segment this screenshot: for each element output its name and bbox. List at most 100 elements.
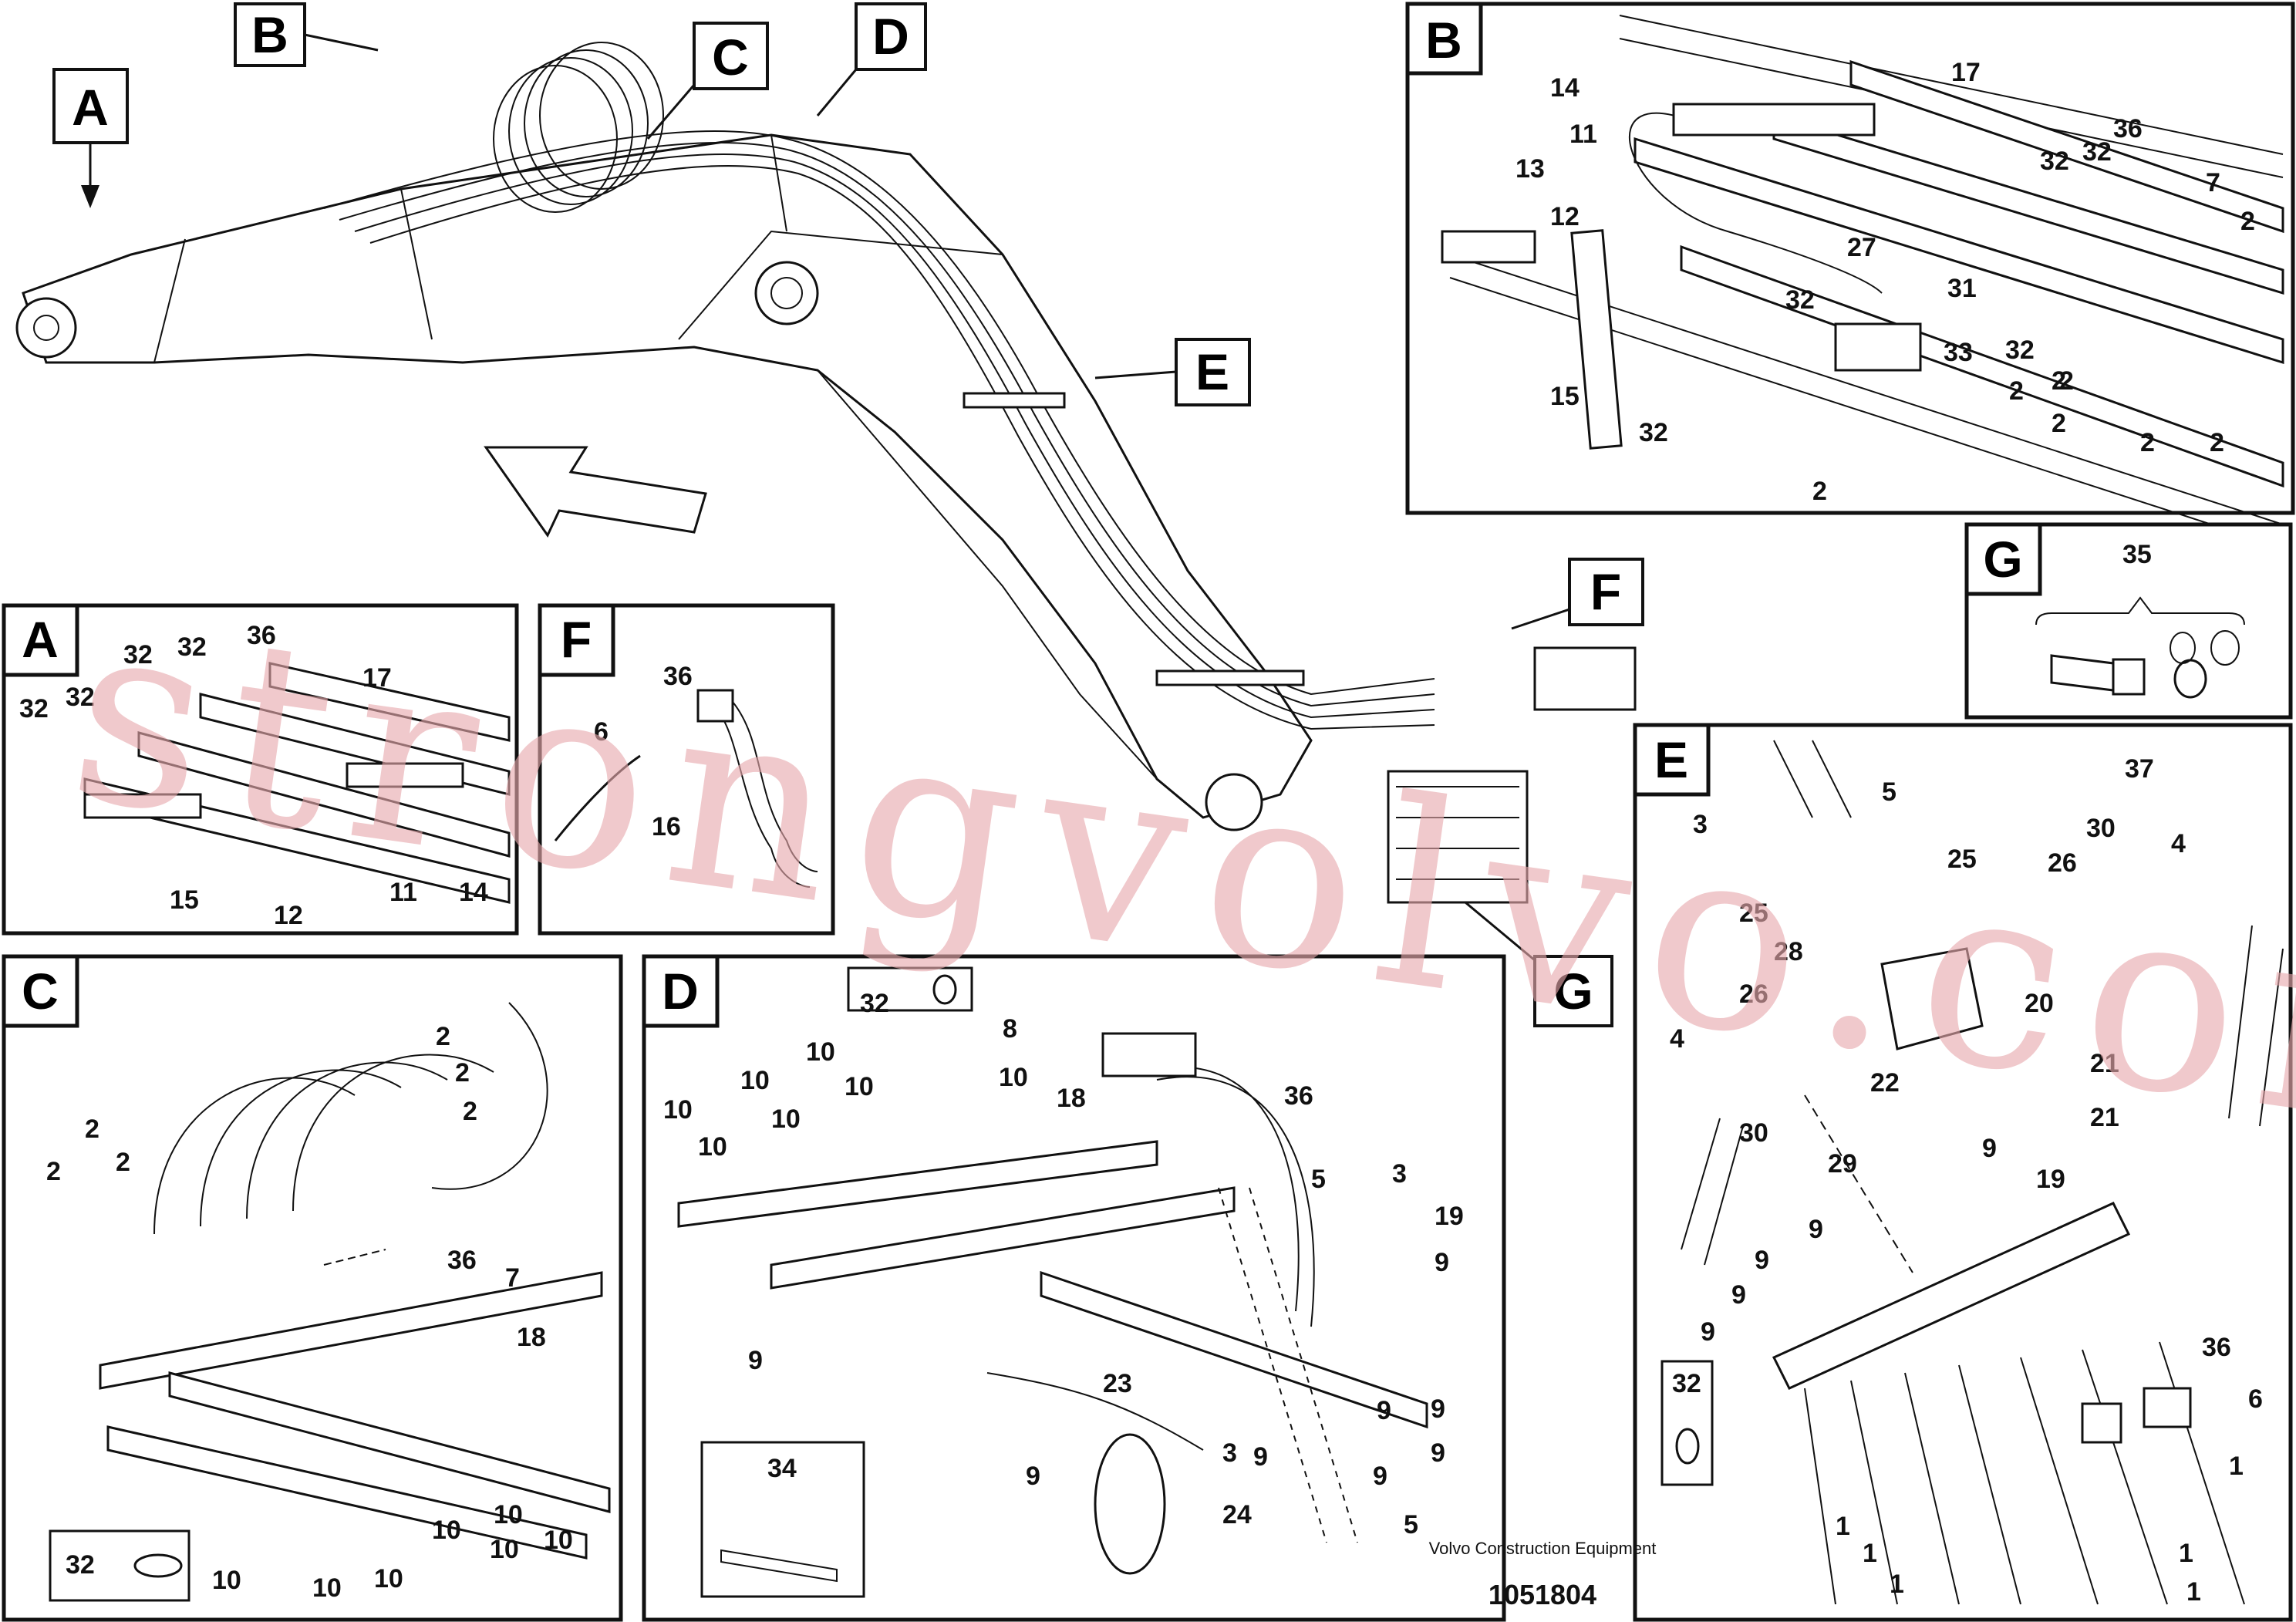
part-label: 10 — [544, 1526, 573, 1555]
part-label: 1 — [2229, 1452, 2244, 1481]
panel-A: A 32 32 32 32 36 17 15 12 11 14 — [2, 603, 519, 936]
part-label: 13 — [1515, 154, 1545, 184]
part-label: 9 — [1377, 1396, 1391, 1425]
callout-B[interactable]: B — [234, 2, 379, 67]
part-label: 18 — [1057, 1084, 1086, 1113]
part-label: 10 — [490, 1535, 519, 1564]
part-label: 1 — [2179, 1539, 2193, 1568]
part-label: 9 — [748, 1346, 763, 1375]
part-label: 9 — [1253, 1442, 1268, 1472]
part-label: 32 — [2082, 137, 2112, 167]
part-label: 3 — [1392, 1159, 1407, 1189]
part-label: 2 — [2210, 428, 2224, 457]
part-label: 4 — [2171, 829, 2186, 858]
part-number: 1051804 — [1489, 1579, 1596, 1610]
part-label: 8 — [1003, 1014, 1017, 1044]
part-label: 1 — [1890, 1570, 1904, 1599]
panel-letter-box — [642, 954, 720, 1028]
panel-letter: A — [22, 611, 59, 668]
part-label: 2 — [2052, 366, 2066, 396]
part-label: 29 — [1828, 1149, 1857, 1179]
panel-G: G 35 — [1964, 522, 2293, 720]
part-label: 3 — [1222, 1438, 1237, 1468]
panel-letter-box — [2, 603, 79, 677]
part-label: 32 — [19, 694, 49, 723]
part-label: 32 — [66, 1550, 95, 1580]
panel-letter: G — [1983, 531, 2022, 588]
part-label: 17 — [1951, 58, 1981, 87]
part-label: 31 — [1947, 274, 1977, 303]
callout-D[interactable]: D — [816, 2, 927, 116]
part-label: 12 — [1550, 202, 1580, 231]
panel-B: B 14 11 13 17 32 32 36 7 2 12 27 31 32 3… — [1405, 2, 2295, 548]
part-label: 32 — [123, 640, 153, 669]
part-label: 2 — [85, 1114, 99, 1144]
part-label: 12 — [274, 901, 303, 930]
part-label: 10 — [698, 1132, 727, 1162]
part-label: 2 — [2059, 366, 2074, 396]
part-label: 26 — [2048, 848, 2077, 878]
part-label: 2 — [46, 1157, 61, 1186]
part-label: 9 — [1373, 1462, 1387, 1491]
part-label: 10 — [663, 1095, 693, 1125]
part-label: 17 — [362, 663, 392, 693]
panel-letter: B — [1425, 12, 1462, 69]
part-label: 25 — [1947, 845, 1977, 874]
part-label: 7 — [2206, 168, 2220, 197]
part-label: 32 — [1672, 1369, 1701, 1398]
part-label: 1 — [2186, 1577, 2201, 1607]
panel-letter: F — [561, 611, 592, 668]
part-label: 10 — [432, 1516, 461, 1545]
part-label: 9 — [1435, 1248, 1449, 1277]
part-label: 3 — [1693, 810, 1708, 839]
part-label: 11 — [389, 878, 417, 907]
part-label: 30 — [2086, 814, 2116, 843]
part-label: 21 — [2090, 1049, 2119, 1078]
part-label: 9 — [1755, 1246, 1769, 1275]
part-label: 2 — [455, 1058, 470, 1088]
part-label: 32 — [2005, 336, 2035, 365]
panel-letter-box — [538, 603, 615, 677]
part-label: 36 — [2113, 114, 2143, 143]
part-label: 7 — [505, 1263, 520, 1293]
panel-D: D 32 8 10 10 10 10 10 10 10 18 36 5 3 19… — [642, 954, 1506, 1622]
part-label: 22 — [1870, 1068, 1900, 1098]
part-label: 11 — [1569, 120, 1597, 149]
part-label: 2 — [2140, 428, 2155, 457]
part-label: 5 — [1404, 1510, 1418, 1539]
callout-E[interactable]: E — [1094, 338, 1251, 406]
part-label: 34 — [767, 1454, 797, 1483]
part-label: 14 — [459, 878, 488, 907]
part-label: 21 — [2090, 1103, 2119, 1132]
part-label: 9 — [1431, 1438, 1445, 1468]
part-label: 2 — [436, 1022, 450, 1051]
part-label: 10 — [212, 1566, 241, 1595]
part-label: 32 — [177, 632, 207, 662]
callout-label: G — [1553, 963, 1593, 1020]
callout-F[interactable]: F — [1511, 558, 1644, 630]
part-label: 24 — [1222, 1500, 1252, 1529]
panel-letter-box — [1405, 2, 1483, 76]
panel-F: F 36 6 16 — [538, 603, 835, 936]
part-label: 33 — [1944, 338, 1973, 367]
callout-label: A — [72, 79, 109, 136]
part-label: 20 — [2025, 989, 2054, 1018]
part-label: 18 — [517, 1323, 546, 1352]
part-label: 2 — [116, 1148, 130, 1177]
part-label: 30 — [1739, 1118, 1768, 1148]
part-label: 6 — [594, 717, 609, 747]
callout-A[interactable]: A — [52, 68, 129, 208]
part-label: 10 — [312, 1573, 342, 1603]
part-label: 36 — [2202, 1333, 2231, 1362]
part-label: 36 — [247, 621, 276, 650]
part-label: 10 — [374, 1564, 403, 1593]
panel-frame — [1633, 723, 2293, 1622]
part-label: 37 — [2125, 754, 2154, 784]
panel-letter: D — [662, 963, 699, 1020]
panel-letter-box — [1633, 723, 1711, 797]
part-label: 9 — [1026, 1462, 1040, 1491]
callout-label: E — [1195, 343, 1229, 400]
callout-C[interactable]: C — [646, 22, 769, 140]
callout-G[interactable]: G — [1465, 901, 1613, 1027]
